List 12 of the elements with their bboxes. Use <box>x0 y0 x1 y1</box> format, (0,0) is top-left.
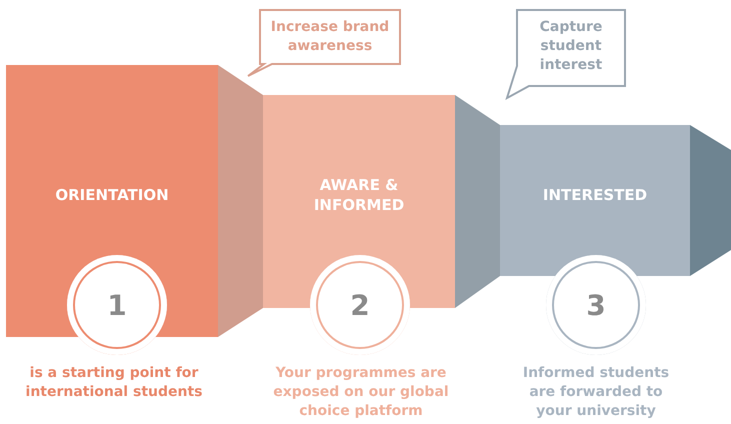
callout-text: Capture student interest <box>538 18 604 75</box>
stage-step <box>500 125 731 355</box>
stage-title: AWARE & INFORMED <box>312 174 406 216</box>
callout-text: Increase brand awareness <box>270 18 390 56</box>
speech-bubble <box>503 8 627 100</box>
stage-description: Informed students are forwarded to your university <box>522 364 670 421</box>
stage-description: is a starting point for international students <box>24 364 204 402</box>
stage-title: INTERESTED <box>542 184 648 206</box>
step-number-circle: 3 <box>546 255 646 355</box>
stage-description: Your programmes are exposed on our global choice platform <box>272 364 450 421</box>
stage-step <box>263 95 500 355</box>
stage-title: ORIENTATION <box>54 184 170 206</box>
